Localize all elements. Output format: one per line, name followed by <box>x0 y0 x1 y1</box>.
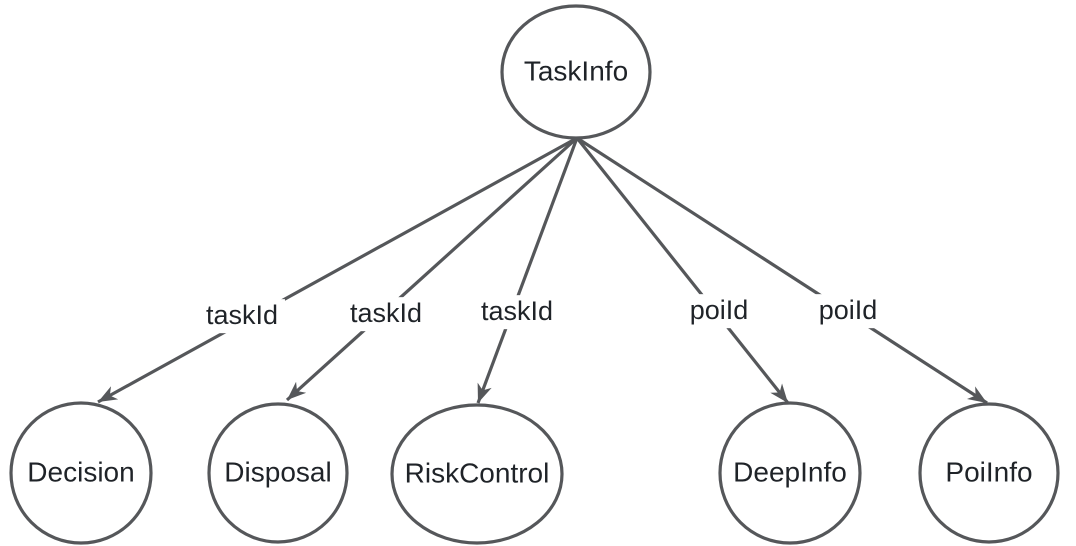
edge-poiid-deepinfo <box>575 137 790 404</box>
node-circle-disposal <box>207 402 349 544</box>
node-label-taskinfo: TaskInfo <box>523 55 629 87</box>
node-circle-decision <box>9 401 153 545</box>
node-circle-deepinfo <box>718 401 862 545</box>
node-circle-riskcontrol <box>390 403 564 545</box>
node-label-deepinfo: DeepInfo <box>733 456 847 488</box>
node-label-disposal: Disposal <box>224 456 332 488</box>
node-label-riskcontrol: RiskControl <box>404 457 550 489</box>
edge-taskid-disposal <box>285 136 579 402</box>
node-label-decision: Decision <box>27 456 135 488</box>
edge-label-taskid-3: taskId <box>473 295 561 329</box>
node-circle-poiinfo <box>918 402 1060 544</box>
edge-poiid-poiinfo <box>576 136 988 405</box>
node-circle-taskinfo <box>500 4 652 140</box>
edge-taskid-decision <box>97 136 578 404</box>
edge-label-taskid-2: taskId <box>342 297 430 331</box>
node-label-poiinfo: PoiInfo <box>945 456 1033 488</box>
edge-taskid-riskcontrol <box>476 137 579 404</box>
edge-label-poiid-1: poiId <box>682 294 756 328</box>
edge-label-poiid-2: poiId <box>811 294 885 328</box>
edge-label-taskid-1: taskId <box>198 299 286 333</box>
